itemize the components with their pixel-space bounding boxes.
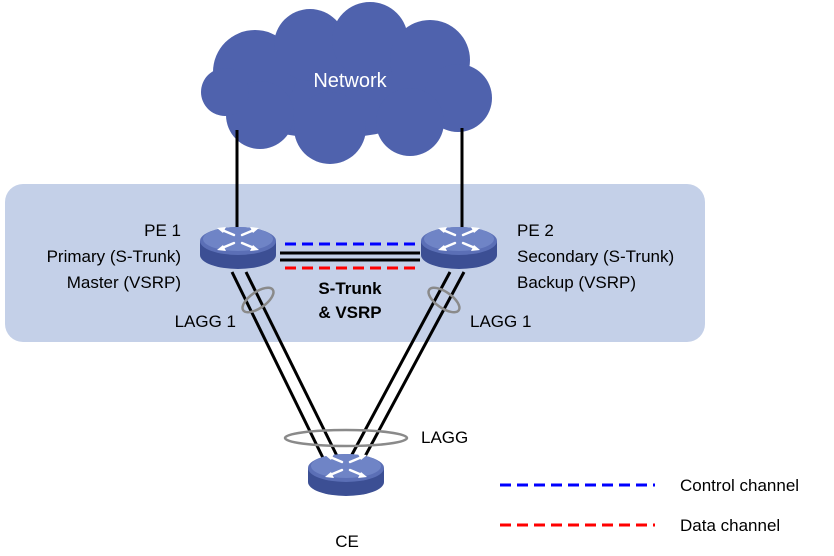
- pe2-router-icon: [419, 225, 499, 271]
- legend-data-label: Data channel: [680, 516, 780, 535]
- legend-control-label: Control channel: [680, 476, 799, 495]
- pe2-name: PE 2: [517, 221, 554, 240]
- legend: Control channel Data channel: [500, 476, 799, 535]
- ce-lagg-label: LAGG: [421, 428, 468, 447]
- pe1-router-icon: [198, 225, 278, 271]
- pe1-role-vsrp: Master (VSRP): [67, 273, 181, 292]
- pe2-role-vsrp: Backup (VSRP): [517, 273, 636, 292]
- ce-name: CE: [335, 532, 359, 551]
- pe1-role-strunk: Primary (S-Trunk): [47, 247, 181, 266]
- pe2-lagg-ring: [427, 286, 461, 314]
- ce-lagg-ring: [283, 428, 409, 448]
- pe-zone: [5, 184, 705, 342]
- ce-router-icon: [306, 452, 386, 498]
- pe1-lagg-label: LAGG 1: [175, 312, 236, 331]
- pe1-name: PE 1: [144, 221, 181, 240]
- pe2-role-strunk: Secondary (S-Trunk): [517, 247, 674, 266]
- pe2-lagg-label: LAGG 1: [470, 312, 531, 331]
- pe1-lagg-ring: [241, 286, 275, 314]
- strunk-label: S-Trunk: [318, 279, 382, 298]
- network-label: Network: [313, 70, 387, 92]
- vsrp-label: & VSRP: [318, 303, 381, 322]
- network-cloud: Network: [201, 2, 492, 164]
